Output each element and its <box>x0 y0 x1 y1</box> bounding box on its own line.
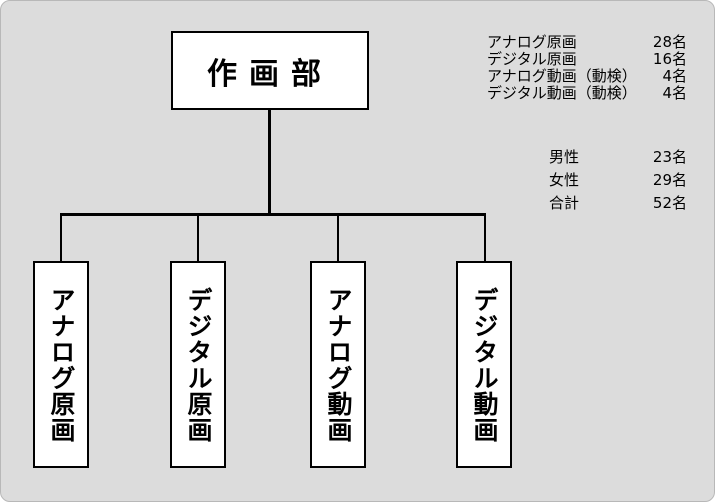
staff-count-label: アナログ原画 <box>487 33 577 51</box>
gender-count-value: 23名 <box>652 148 687 166</box>
dept-node-digital-douga: デジタル動画 <box>456 261 512 468</box>
drop-line-1 <box>60 213 62 261</box>
gender-count-value: 29名 <box>652 171 687 189</box>
staff-count-value: 4名 <box>662 84 687 102</box>
staff-count-label: デジタル動画（動検） <box>487 84 637 102</box>
staff-count-row: デジタル動画（動検） 4名 <box>487 85 687 102</box>
gender-count-value: 52名 <box>652 194 687 212</box>
gender-count-label: 男性 <box>549 148 580 166</box>
staff-count-value: 28名 <box>652 33 687 51</box>
gender-count-row: 女性 29名 <box>549 172 687 195</box>
dept-label: デジタル動画 <box>470 286 499 443</box>
staff-count-row: アナログ原画 28名 <box>487 34 687 51</box>
dept-node-analog-douga: アナログ動画 <box>310 261 366 468</box>
staff-count-value: 4名 <box>662 67 687 85</box>
staff-count-label: アナログ動画（動検） <box>487 67 637 85</box>
staff-count-label: デジタル原画 <box>487 50 577 68</box>
staff-count-value: 16名 <box>652 50 687 68</box>
gender-count-row: 合計 52名 <box>549 195 687 218</box>
staff-count-row: アナログ動画（動検） 4名 <box>487 68 687 85</box>
dept-node-digital-genga: デジタル原画 <box>170 261 226 468</box>
gender-count-list: 男性 23名 女性 29名 合計 52名 <box>549 149 687 218</box>
drop-line-3 <box>337 213 339 261</box>
gender-count-row: 男性 23名 <box>549 149 687 172</box>
gender-count-label: 女性 <box>549 171 580 189</box>
gender-count-label: 合計 <box>549 194 580 212</box>
branch-line <box>60 213 486 216</box>
drop-line-4 <box>484 213 486 261</box>
drop-line-2 <box>197 213 199 261</box>
dept-label: アナログ動画 <box>324 286 353 443</box>
staff-count-list: アナログ原画 28名 デジタル原画 16名 アナログ動画（動検） 4名 デジタル… <box>487 34 687 102</box>
dept-node-analog-genga: アナログ原画 <box>33 261 89 468</box>
top-node-label: 作画部 <box>207 56 333 92</box>
trunk-line <box>268 110 271 215</box>
dept-label: アナログ原画 <box>47 286 76 443</box>
dept-label: デジタル原画 <box>184 286 213 443</box>
staff-count-row: デジタル原画 16名 <box>487 51 687 68</box>
top-node: 作画部 <box>171 31 369 110</box>
